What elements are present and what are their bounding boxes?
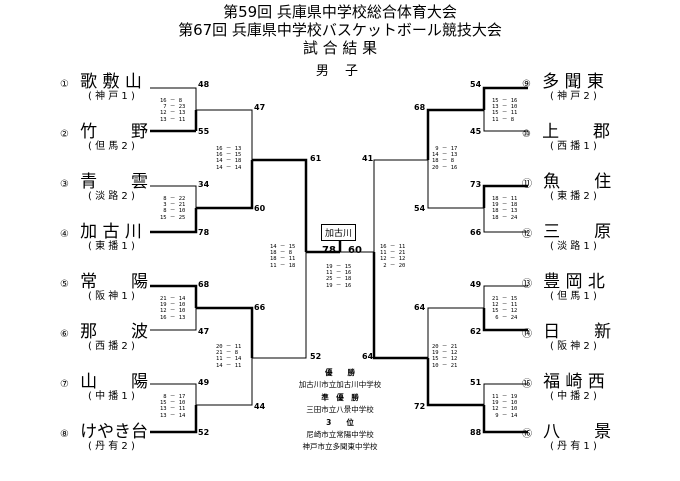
right-team-13: ⑬ 豊 岡 北 ( 但 馬 1 ): [522, 272, 605, 302]
score-right-r1-b: 45: [470, 127, 482, 136]
left-team-8: ⑧ けやき台 ( 丹 有 2 ): [60, 422, 149, 452]
right-team-15: ⑮ 福 崎 西 ( 中 播 2 ): [522, 372, 605, 402]
champion-label: 優 勝: [325, 368, 355, 377]
score-right-r1-h: 88: [470, 428, 482, 437]
score-right-r1-c: 73: [470, 180, 482, 189]
title-line-1: 第59回 兵庫県中学校総合体育大会: [223, 3, 457, 21]
right-team-16: ⑯ 八 景 ( 丹 有 1 ): [522, 422, 612, 452]
quarters-right-r1-d: 11 － 19 19 － 10 12 － 10 9 － 14: [492, 394, 518, 419]
third-name-2: 神戸市立多聞東中学校: [302, 442, 378, 451]
score-left-r1-g: 49: [198, 378, 210, 387]
title-line-3: 試 合 結 果: [302, 39, 378, 57]
score-left-r1-c: 34: [198, 180, 210, 189]
left-team-2: ② 竹 野 ( 但 馬 2 ): [60, 122, 149, 152]
score-right-r1-d: 66: [470, 228, 482, 237]
score-right-r1-a: 54: [470, 80, 482, 89]
score-right-r2-c: 64: [414, 303, 426, 312]
left-team-3: ③ 青 雲 ( 淡 路 2 ): [60, 172, 149, 202]
score-left-r1-a: 48: [198, 80, 210, 89]
right-team-9: ⑨ 多 聞 東 ( 神 戸 2 ): [522, 72, 604, 102]
score-left-r1-f: 47: [198, 327, 210, 336]
quarters-right-r2-a: 9 － 17 14 － 13 18 － 8 20 － 16: [432, 146, 458, 171]
score-left-r1-b: 55: [198, 127, 210, 136]
final-score-right: 60: [348, 245, 362, 256]
champion-name: 加古川市立加古川中学校: [298, 380, 382, 389]
score-left-semi-b: 52: [310, 352, 322, 361]
right-team-10: ⑩ 上 郡 ( 西 播 1 ): [522, 122, 611, 152]
score-right-r1-f: 62: [470, 327, 482, 336]
score-right-r2-b: 54: [414, 204, 426, 213]
quarters-left-r2-a: 16 － 13 16 － 15 14 － 18 14 － 14: [216, 146, 242, 171]
score-left-r2-b: 60: [254, 204, 266, 213]
score-right-r1-g: 51: [470, 378, 482, 387]
third-name-1: 尼崎市立常陽中学校: [306, 430, 374, 439]
quarters-right-r1-b: 18 － 11 19 － 18 18 － 13 18 － 24: [492, 196, 518, 221]
score-right-semi-b: 64: [362, 352, 374, 361]
quarters-left-r1-c: 21 － 14 19 － 10 12 － 10 16 － 13: [160, 296, 186, 321]
quarters-right-r1-a: 15 － 16 13 － 10 15 － 11 11 － 8: [492, 98, 518, 123]
runnerup-label: 準 優 勝: [321, 393, 359, 402]
quarters-left-semi: 14 － 15 18 － 8 18 － 11 11 － 18: [270, 244, 296, 269]
score-left-r1-h: 52: [198, 428, 210, 437]
quarters-right-r1-c: 21 － 15 12 － 11 15 － 12 6 － 24: [492, 296, 518, 321]
third-label: 3 位: [326, 418, 354, 427]
final-winner-box: 加古川: [321, 224, 357, 241]
left-team-7: ⑦ 山 陽 ( 中 播 1 ): [60, 372, 149, 402]
quarters-left-r1-d: 8 － 17 15 － 10 13 － 11 13 － 14: [160, 394, 186, 419]
left-team-4: ④ 加 古 川 ( 東 播 1 ): [60, 222, 142, 252]
score-right-r2-d: 72: [414, 402, 426, 411]
score-left-r1-e: 68: [198, 280, 210, 289]
final-score-left: 78: [322, 245, 336, 256]
score-left-semi-a: 61: [310, 154, 322, 163]
score-right-semi-a: 41: [362, 154, 374, 163]
quarters-left-r1-a: 16 － 8 7 － 23 12 － 13 13 － 11: [160, 98, 186, 123]
score-right-r2-a: 68: [414, 103, 426, 112]
score-left-r2-a: 47: [254, 103, 266, 112]
right-team-11: ⑪ 魚 住 ( 東 播 2 ): [522, 172, 612, 202]
score-left-r1-d: 78: [198, 228, 210, 237]
quarters-right-semi: 16 － 11 11 － 21 12 － 12 2 － 20: [380, 244, 406, 269]
right-team-14: ⑭ 日 新 ( 阪 神 2 ): [522, 322, 612, 352]
left-team-1: ① 歌 敷 山 ( 神 戸 1 ): [60, 72, 142, 102]
title-line-4: 男 子: [315, 64, 365, 79]
left-team-5: ⑤ 常 陽 ( 阪 神 1 ): [60, 272, 149, 302]
left-team-6: ⑥ 那 波 ( 西 播 2 ): [60, 322, 149, 352]
score-left-r2-d: 44: [254, 402, 266, 411]
title-line-2: 第67回 兵庫県中学校バスケットボール競技大会: [178, 21, 502, 39]
runnerup-name: 三田市立八景中学校: [306, 405, 374, 414]
score-right-r1-e: 49: [470, 280, 482, 289]
right-team-12: ⑫ 三 原 ( 淡 路 1 ): [522, 222, 612, 252]
quarters-left-r1-b: 8 － 22 3 － 21 8 － 10 15 － 25: [160, 196, 186, 221]
quarters-left-r2-b: 20 － 11 21 － 8 11 － 14 14 － 11: [216, 344, 242, 369]
quarters-right-r2-b: 20 － 21 19 － 12 15 － 12 10 － 21: [432, 344, 458, 369]
quarters-final: 19 － 15 11 － 16 25 － 18 19 － 16: [326, 264, 352, 289]
score-left-r2-c: 66: [254, 303, 266, 312]
